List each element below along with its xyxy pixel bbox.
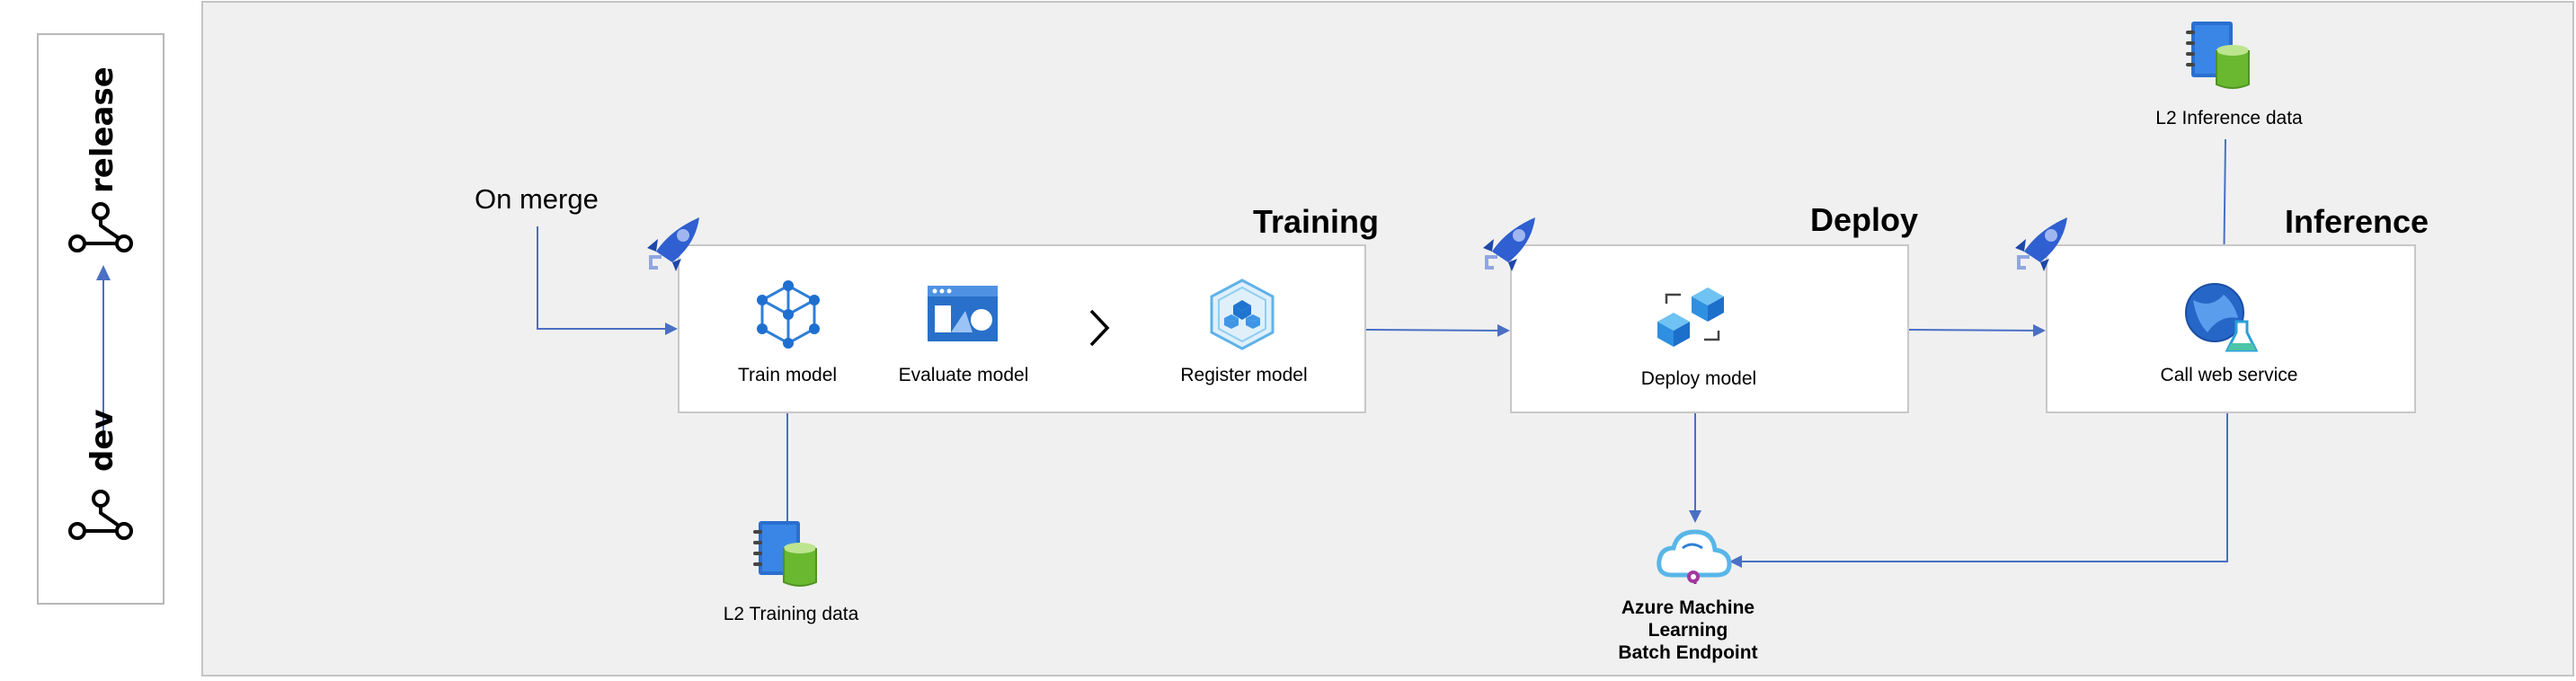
endpoint-label-line1: Azure Machine: [1621, 597, 1755, 618]
branch-promote-arrow: [96, 265, 111, 436]
trigger-label: On merge: [475, 183, 599, 215]
git-branch-icon: [68, 490, 133, 540]
cloud-endpoint-icon: [1657, 529, 1732, 584]
stage-title-deploy: Deploy: [1810, 201, 1919, 238]
endpoint-label-line3: Batch Endpoint: [1618, 642, 1758, 663]
pipelines-rocket-icon: [2015, 217, 2067, 271]
git-branch-icon: [68, 202, 133, 252]
stage-title-inference: Inference: [2285, 203, 2429, 240]
data-label-training: L2 Training data: [723, 604, 859, 624]
pipelines-rocket-icon: [647, 217, 699, 271]
web-service-globe-icon: [2185, 283, 2259, 352]
endpoint-label: Azure Machine Learning Batch Endpoint: [1553, 597, 1823, 664]
endpoint-label-line2: Learning: [1648, 620, 1728, 641]
pipelines-rocket-icon: [1483, 217, 1535, 271]
chevron-right-icon: [1089, 309, 1110, 347]
step-label-call-web-service: Call web service: [2160, 365, 2298, 385]
step-label-train-model: Train model: [737, 365, 838, 385]
registry-cubes-icon: [1210, 279, 1275, 350]
data-label-inference: L2 Inference data: [2155, 108, 2303, 128]
deploy-cubes-icon: [1657, 287, 1724, 347]
cube-network-icon: [757, 280, 820, 349]
notebook-database-icon: [753, 521, 817, 587]
chart-window-icon: [928, 286, 998, 341]
step-label-evaluate-model: Evaluate model: [898, 365, 1029, 385]
step-label-register-model: Register model: [1180, 365, 1308, 385]
stage-title-training: Training: [1253, 203, 1380, 240]
notebook-database-icon: [2186, 22, 2250, 89]
step-label-deploy-model: Deploy model: [1640, 368, 1757, 389]
deploy-stage[interactable]: [1510, 244, 1909, 413]
